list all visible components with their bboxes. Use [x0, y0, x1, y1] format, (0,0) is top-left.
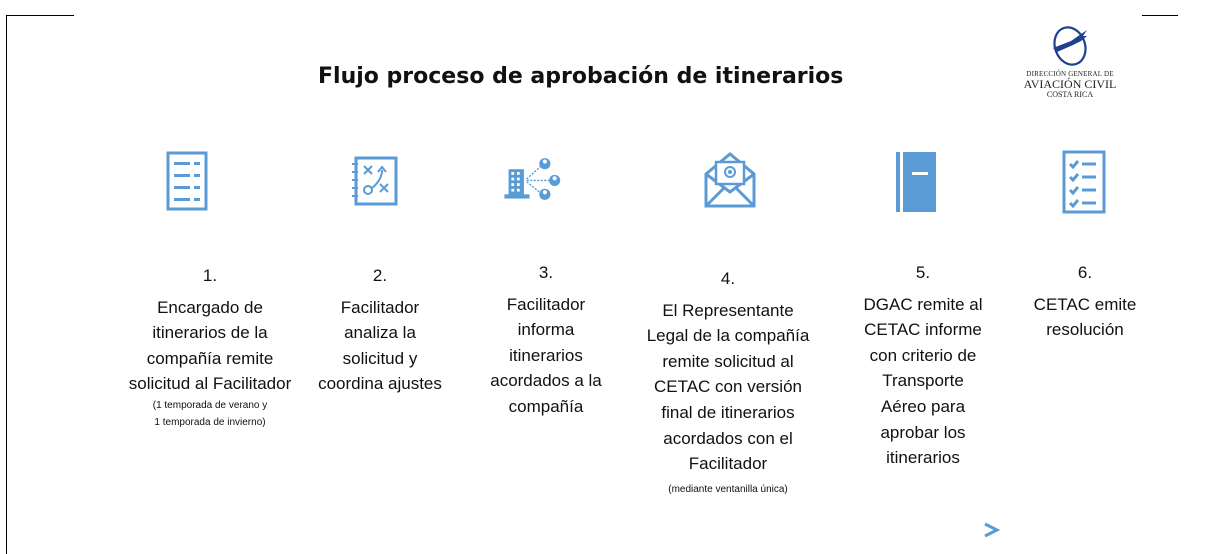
step-text-line: CETAC emite — [1033, 294, 1137, 314]
checklist-icon — [1054, 150, 1114, 214]
page-title: Flujo proceso de aprobación de itinerari… — [318, 64, 844, 89]
step-text-line: Transporte — [882, 371, 964, 391]
frame-top-right-border — [1142, 15, 1178, 16]
step-number: 3. — [538, 263, 554, 282]
step-text-line: Legal de la compañía — [646, 326, 810, 346]
step-text-line: remite solicitud al — [662, 351, 794, 371]
step-3: 3. Facilitador informa itinerarios acord… — [478, 260, 614, 420]
strategy-board-icon — [346, 150, 406, 214]
checklist-document-icon — [158, 150, 218, 214]
step-number: 1. — [202, 266, 218, 285]
step-2: 2. Facilitador analiza la solicitud y co… — [312, 263, 448, 397]
step-number: 6. — [1077, 263, 1093, 282]
step-text-line: CETAC con versión — [653, 377, 802, 397]
step-6: 6. CETAC emite resolución — [1020, 260, 1150, 343]
step-text-line: acordados a la — [490, 371, 602, 391]
step-text-line: aprobar los — [880, 422, 966, 442]
step-text-line: itinerarios — [509, 345, 583, 365]
logo-line-1: DIRECCIÓN GENERAL DE — [1026, 70, 1114, 78]
step-text-line: itinerarios — [886, 448, 960, 468]
step-text-line: El Representante — [662, 300, 794, 320]
email-envelope-icon — [700, 148, 760, 212]
step-text-line: acordados con el — [663, 428, 793, 448]
airplane-orbit-icon — [1053, 26, 1087, 66]
step-note-line: (mediante ventanilla única) — [668, 483, 788, 495]
process-flow-arrow — [207, 522, 1001, 538]
dgac-logo: DIRECCIÓN GENERAL DE AVIACIÓN CIVIL COST… — [1010, 22, 1130, 132]
step-text-line: Facilitador — [688, 454, 768, 474]
logo-line-3: COSTA RICA — [1046, 90, 1094, 99]
frame-top-border — [6, 15, 74, 16]
step-text-line: DGAC remite al — [863, 294, 983, 314]
step-number: 2. — [372, 266, 388, 285]
step-text-line: informa — [517, 320, 575, 340]
step-text-line: solicitud al Facilitador — [128, 374, 292, 394]
step-text-line: resolución — [1046, 320, 1124, 340]
notebook-icon — [886, 150, 946, 214]
step-4: 4. El Representante Legal de la compañía… — [630, 266, 826, 498]
building-network-icon — [503, 147, 563, 211]
step-note-line: 1 temporada de invierno) — [154, 416, 266, 428]
step-text-line: Facilitador — [506, 294, 586, 314]
step-5: 5. DGAC remite al CETAC informe con crit… — [848, 260, 998, 471]
step-text-line: CETAC informe — [864, 320, 982, 340]
step-text-line: con criterio de — [869, 345, 977, 365]
step-text-line: coordina ajustes — [318, 374, 442, 394]
frame-left-border — [6, 15, 7, 554]
logo-line-2: AVIACIÓN CIVIL — [1023, 77, 1117, 91]
step-number: 5. — [915, 263, 931, 282]
step-text-line: solicitud y — [342, 348, 418, 368]
step-number: 4. — [720, 269, 736, 288]
step-text-line: compañía remite — [146, 348, 274, 368]
step-note-line: (1 temporada de verano y — [152, 399, 268, 411]
step-text-line: Facilitador — [340, 297, 420, 317]
step-text-line: analiza la — [344, 323, 416, 343]
step-1: 1. Encargado de itinerarios de la compañ… — [110, 263, 310, 431]
step-text-line: Encargado de — [157, 297, 263, 317]
step-text-line: itinerarios de la — [152, 323, 268, 343]
step-text-line: Aéreo para — [880, 396, 966, 416]
step-text-line: compañía — [508, 396, 584, 416]
step-text-line: final de itinerarios — [661, 402, 795, 422]
